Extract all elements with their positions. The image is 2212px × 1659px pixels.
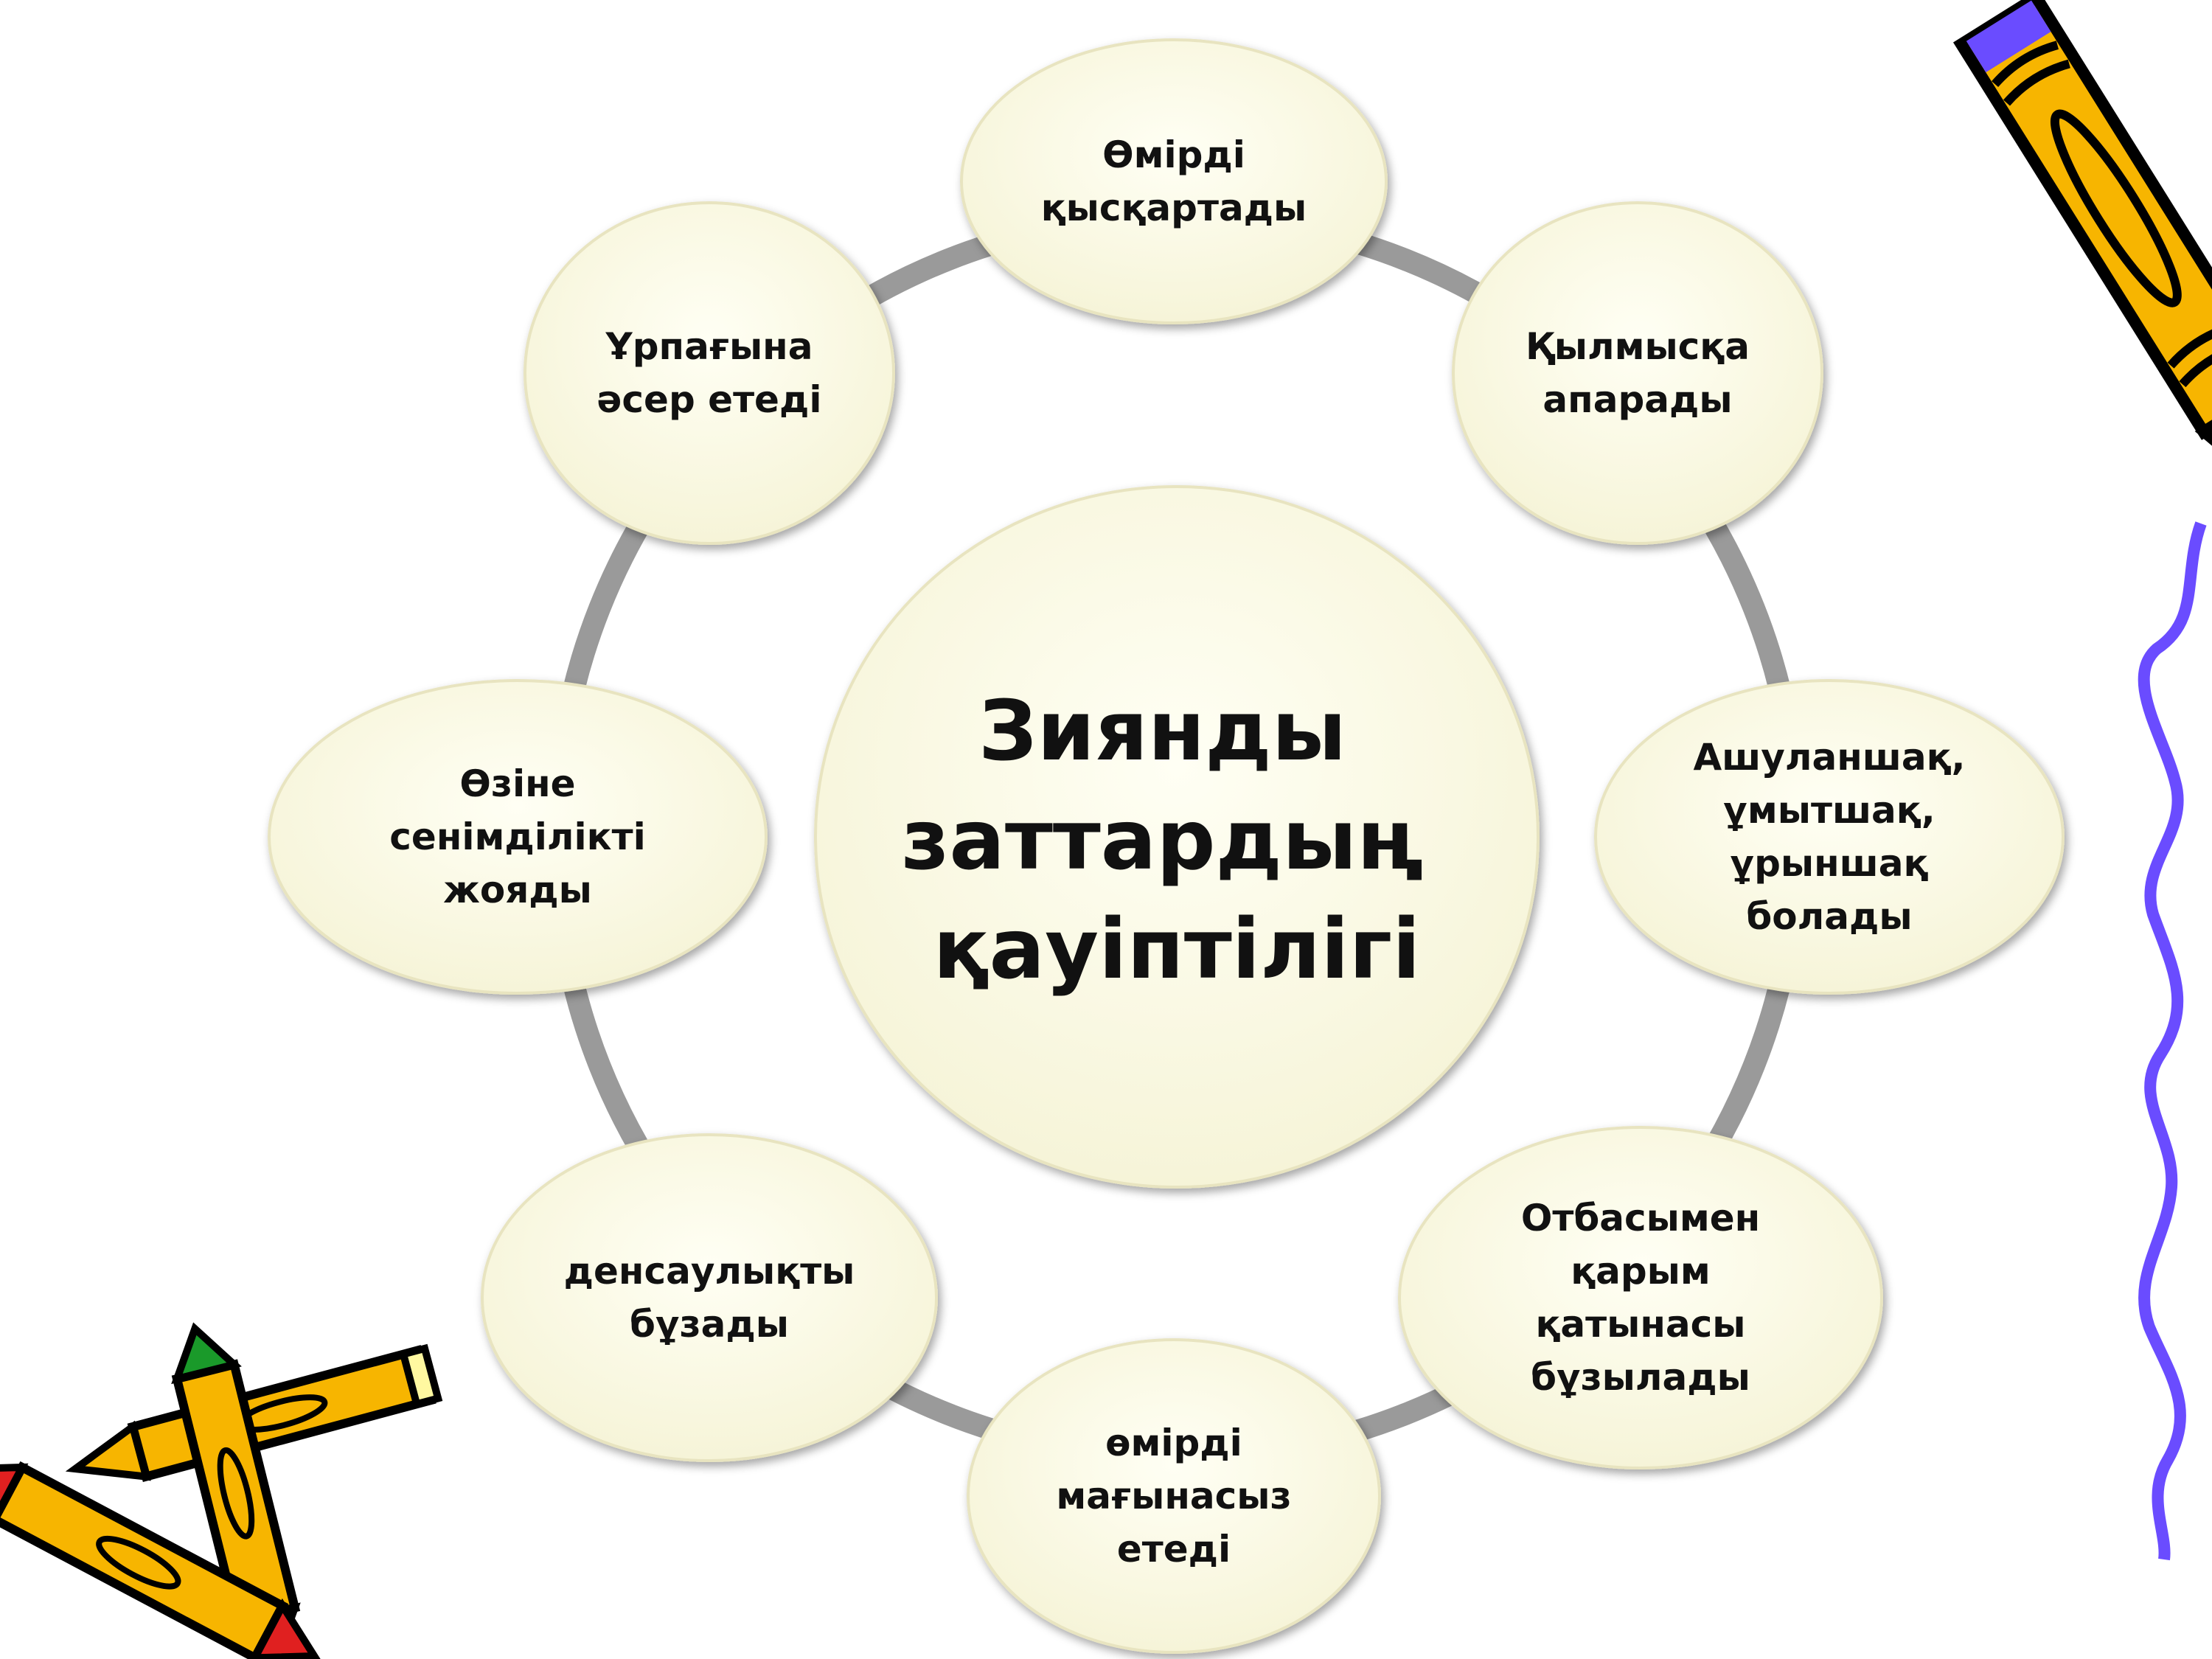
node-label-line: Ашуланшақ, bbox=[1693, 736, 1965, 779]
node-label-line: етеді bbox=[1117, 1528, 1231, 1571]
satellite-node: Ұрпағына әсер етеді bbox=[524, 201, 895, 545]
node-label: Өзіне сенімділікті жояды bbox=[389, 762, 645, 911]
node-label: денсаулықты бұзады bbox=[564, 1250, 855, 1346]
node-label-line: жояды bbox=[443, 869, 592, 911]
center-node: Зиянды заттардың қауіптілігі bbox=[814, 485, 1540, 1189]
node-label-line: Өзіне bbox=[459, 762, 575, 805]
node-label-line: бұзады bbox=[630, 1303, 789, 1346]
node-label: Өмірді қысқартады bbox=[1041, 133, 1307, 229]
node-label-line: Өмірді bbox=[1102, 133, 1245, 176]
node-ellipse bbox=[524, 201, 895, 545]
satellite-node: Отбасымен қарым қатынасы бұзылады bbox=[1398, 1126, 1883, 1470]
node-ellipse bbox=[1452, 201, 1823, 545]
wavy-line-decoration bbox=[2138, 521, 2207, 1561]
node-label-line: апарады bbox=[1543, 378, 1732, 421]
center-title: Зиянды заттардың қауіптілігі bbox=[901, 684, 1452, 998]
node-label-line: денсаулықты bbox=[564, 1250, 855, 1293]
center-title-line: қауіптілігі bbox=[933, 902, 1420, 998]
node-label-line: Ұрпағына bbox=[605, 325, 813, 368]
center-title-line: заттардың bbox=[901, 793, 1423, 888]
node-label-line: Қылмысқа bbox=[1526, 325, 1750, 368]
node-label-line: ұмытшақ, bbox=[1723, 789, 1935, 832]
node-ellipse bbox=[1398, 1126, 1883, 1470]
node-ellipse bbox=[481, 1133, 938, 1462]
node-label: Отбасымен қарым қатынасы бұзылады bbox=[1521, 1197, 1760, 1399]
node-label-line: қатынасы bbox=[1535, 1303, 1745, 1346]
crayons-icon bbox=[0, 1322, 443, 1659]
node-ellipse bbox=[268, 679, 768, 995]
node-label: Ашуланшақ, ұмытшақ, ұрыншақ болады bbox=[1693, 736, 1965, 938]
node-label-line: қысқартады bbox=[1041, 187, 1307, 229]
node-label-line: Отбасымен bbox=[1521, 1197, 1760, 1239]
satellite-node: Ашуланшақ, ұмытшақ, ұрыншақ болады bbox=[1594, 679, 2065, 995]
node-label: Қылмысқа апарады bbox=[1526, 325, 1750, 421]
center-title-line: Зиянды bbox=[978, 684, 1346, 779]
node-ellipse bbox=[960, 38, 1388, 324]
node-label-line: әсер етеді bbox=[597, 378, 822, 421]
node-label-line: сенімділікті bbox=[389, 815, 645, 858]
node-ellipse bbox=[1594, 679, 2065, 995]
node-label-line: ұрыншақ bbox=[1731, 842, 1929, 885]
satellite-node: өмірді мағынасыз етеді bbox=[967, 1338, 1381, 1654]
satellite-node: денсаулықты бұзады bbox=[481, 1133, 938, 1462]
node-label: өмірді мағынасыз етеді bbox=[1056, 1422, 1291, 1571]
node-label: Ұрпағына әсер етеді bbox=[597, 325, 822, 421]
node-label-line: өмірді bbox=[1105, 1422, 1242, 1464]
satellite-node: Қылмысқа апарады bbox=[1452, 201, 1823, 545]
node-ellipse bbox=[967, 1338, 1381, 1654]
satellite-node: Өзіне сенімділікті жояды bbox=[268, 679, 768, 995]
node-label-line: мағынасыз bbox=[1056, 1475, 1291, 1517]
node-label-line: бұзылады bbox=[1531, 1356, 1750, 1399]
node-label-line: болады bbox=[1746, 895, 1912, 938]
satellite-node: Өмірді қысқартады bbox=[960, 38, 1388, 324]
pencil-icon bbox=[1952, 0, 2212, 509]
node-label-line: қарым bbox=[1571, 1250, 1711, 1293]
